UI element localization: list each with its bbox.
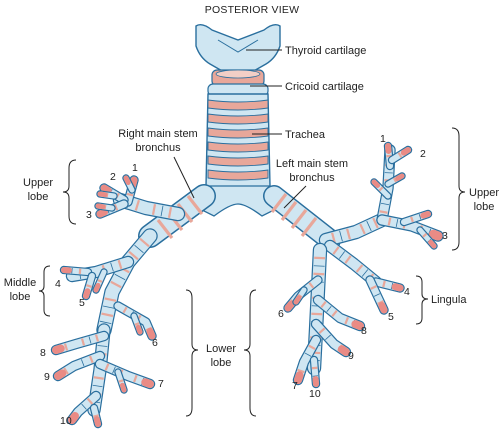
lower-lobe-label-line1: Lower bbox=[206, 343, 236, 355]
right-upper-posterior-twig bbox=[96, 190, 118, 200]
cricoid-cartilage-label: Cricoid cartilage bbox=[285, 81, 364, 93]
left-upper-anterior-twig-2 bbox=[416, 226, 438, 250]
right-lower-anterior-branch bbox=[50, 330, 110, 356]
right-upper-apical-twig bbox=[122, 174, 136, 194]
right-bronchus-leader bbox=[173, 156, 195, 199]
right-main-stem-bronchus-label-line2: bronchus bbox=[135, 142, 181, 154]
right-middle-medial-branch bbox=[81, 271, 97, 301]
segment-number-right-middle-4: 4 bbox=[55, 278, 61, 290]
segment-number-lingula-4: 4 bbox=[404, 286, 410, 298]
left-lower-superior-twig bbox=[292, 286, 308, 306]
lingula-brace bbox=[415, 275, 429, 325]
segment-number-left-lower-10: 10 bbox=[309, 388, 321, 400]
left-bronchus-leader bbox=[283, 185, 307, 209]
segment-number-left-upper-3: 3 bbox=[442, 230, 448, 242]
upper-lobe-right-label-line1: Upper bbox=[23, 177, 53, 189]
right-lower-medial-twig bbox=[114, 368, 128, 394]
right-lower-superior-branch bbox=[113, 301, 157, 341]
left-lingula-superior-branch bbox=[371, 277, 405, 293]
right-lower-medial-branch bbox=[94, 358, 156, 390]
left-upper-anterior-twig-1 bbox=[399, 209, 433, 227]
segment-number-right-lower-10: 10 bbox=[60, 415, 72, 427]
upper-lobe-left-brace bbox=[451, 127, 466, 251]
left-upper-side-twig-1 bbox=[370, 178, 392, 200]
diagram-title: POSTERIOR VIEW bbox=[205, 4, 299, 16]
segment-number-right-lower-8: 8 bbox=[40, 347, 46, 359]
lower-lobe-left-brace bbox=[243, 289, 257, 417]
segment-number-right-lower-9: 9 bbox=[44, 371, 50, 383]
right-middle-lateral-branch bbox=[59, 265, 93, 277]
segment-number-left-lower-6: 6 bbox=[278, 308, 284, 320]
left-upper-lobe-bronchus bbox=[318, 212, 390, 248]
lingula-label: Lingula bbox=[431, 294, 467, 306]
right-intermediate-bronchus bbox=[96, 228, 158, 338]
right-lower-superior-twig bbox=[130, 312, 144, 336]
trachea-tube bbox=[202, 93, 291, 201]
left-lower-posterior-twig bbox=[309, 355, 321, 389]
label-layer: Thyroid cartilage Cricoid cartilage Trac… bbox=[4, 45, 500, 427]
left-lower-posterior-branch bbox=[292, 334, 322, 386]
segment-number-right-upper-2: 2 bbox=[110, 171, 116, 183]
left-main-stem-bronchus-label-line1: Left main stem bbox=[276, 158, 348, 170]
middle-lobe-brace bbox=[38, 265, 51, 317]
left-main-stem-bronchus-label-line2: bronchus bbox=[289, 172, 335, 184]
segment-number-right-lower-6: 6 bbox=[152, 337, 158, 349]
lower-lobe-label-line2: lobe bbox=[211, 357, 232, 369]
right-lower-posterior-branch bbox=[66, 390, 102, 426]
left-upper-posterior-twig bbox=[387, 145, 413, 165]
thyroid-cartilage-shape bbox=[195, 23, 281, 73]
segment-number-left-upper-2: 2 bbox=[420, 148, 426, 160]
right-middle-twig bbox=[92, 268, 108, 294]
bronchial-branches bbox=[50, 141, 444, 429]
right-upper-anterior-twig bbox=[94, 202, 116, 212]
segment-number-right-upper-1: 1 bbox=[132, 162, 138, 174]
segment-number-left-lower-7: 7 bbox=[292, 380, 298, 392]
middle-lobe-label-line1: Middle bbox=[4, 277, 36, 289]
upper-lobe-left-label-line1: Upper bbox=[469, 187, 499, 199]
left-lower-anteromedial-branch bbox=[312, 294, 366, 332]
right-lower-posterior-twig bbox=[89, 403, 103, 429]
airway-illustration bbox=[50, 23, 444, 429]
segment-number-right-lower-7: 7 bbox=[158, 378, 164, 390]
trachea-label: Trachea bbox=[285, 129, 326, 141]
left-upper-side-twig-2 bbox=[384, 172, 406, 188]
right-main-stem-bronchus-label-line1: Right main stem bbox=[118, 128, 197, 140]
right-lower-lateral-branch bbox=[52, 350, 106, 382]
lower-lobe-right-brace bbox=[185, 289, 199, 417]
segment-number-lingula-5: 5 bbox=[388, 311, 394, 323]
thyroid-cartilage-label: Thyroid cartilage bbox=[285, 45, 366, 57]
segment-number-left-upper-1: 1 bbox=[380, 133, 386, 145]
middle-lobe-label-line2: lobe bbox=[10, 291, 31, 303]
segment-number-left-lower-9: 9 bbox=[348, 350, 354, 362]
upper-lobe-right-label-line2: lobe bbox=[28, 191, 49, 203]
upper-lobe-left-label-line2: lobe bbox=[474, 201, 495, 213]
segment-number-right-middle-5: 5 bbox=[79, 297, 85, 309]
cricoid-cartilage-shape bbox=[207, 69, 269, 97]
left-lower-lateral-branch bbox=[310, 318, 352, 358]
segment-number-left-lower-8: 8 bbox=[361, 325, 367, 337]
left-lingula-inferior-branch bbox=[365, 275, 389, 315]
segment-number-right-upper-3: 3 bbox=[86, 209, 92, 221]
upper-lobe-right-brace bbox=[62, 159, 77, 225]
